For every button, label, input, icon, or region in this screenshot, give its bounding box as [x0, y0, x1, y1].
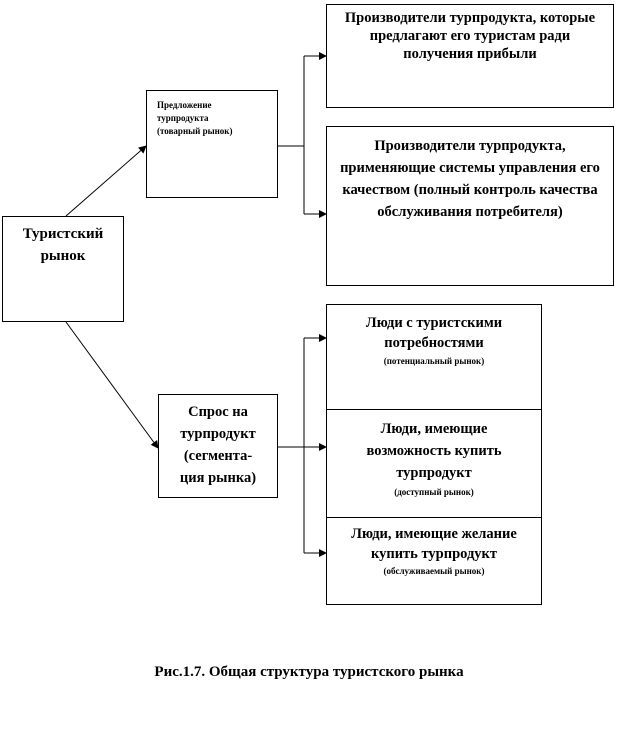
supply-target-quality: Производители турпродукта, применяющие с…: [326, 126, 614, 286]
supply-label-line3: (товарный рынок): [157, 126, 233, 136]
root-node: Туристский рынок: [2, 216, 124, 322]
demand-target-potential-main: Люди с туристскими потребностями: [365, 315, 503, 351]
root-to-supply-arrow: [65, 145, 147, 217]
supply-node: Предложение турпродукта (товарный рынок): [146, 90, 278, 198]
demand-target-accessible-sub: (доступный рынок): [394, 487, 474, 497]
supply-target-quality-text: Производители турпродукта, применяющие с…: [340, 138, 600, 220]
supply-target-profit: Производители турпродукта, которые предл…: [326, 4, 614, 108]
demand-target-potential: Люди с туристскими потребностями (потенц…: [326, 304, 542, 410]
demand-target-served-sub: (обслуживаемый рынок): [383, 566, 485, 576]
demand-target-served: Люди, имеющие желание купить турпродукт …: [326, 517, 542, 605]
demand-label-line3: (сегмента-: [183, 448, 253, 464]
figure-caption: Рис.1.7. Общая структура туристского рын…: [154, 664, 464, 680]
supply-target-profit-text: Производители турпродукта, которые предл…: [344, 10, 596, 62]
demand-label-line2: турпродукт: [180, 426, 256, 442]
demand-target-accessible-main: Люди, имеющие возможность купить турпрод…: [366, 421, 502, 481]
root-label: Туристский рынок: [22, 226, 104, 264]
demand-label-line1: Спрос на: [188, 404, 248, 420]
demand-label-line4: ция рынка): [179, 470, 257, 486]
demand-target-potential-sub: (потенциальный рынок): [383, 356, 485, 366]
root-to-demand-arrow: [65, 321, 159, 449]
supply-label-line2: турпродукта: [157, 113, 209, 123]
demand-target-accessible: Люди, имеющие возможность купить турпрод…: [326, 409, 542, 518]
supply-label-line1: Предложение: [157, 100, 212, 110]
demand-node: Спрос на турпродукт (сегмента- ция рынка…: [158, 394, 278, 498]
demand-target-served-main: Люди, имеющие желание купить турпродукт: [351, 526, 517, 562]
